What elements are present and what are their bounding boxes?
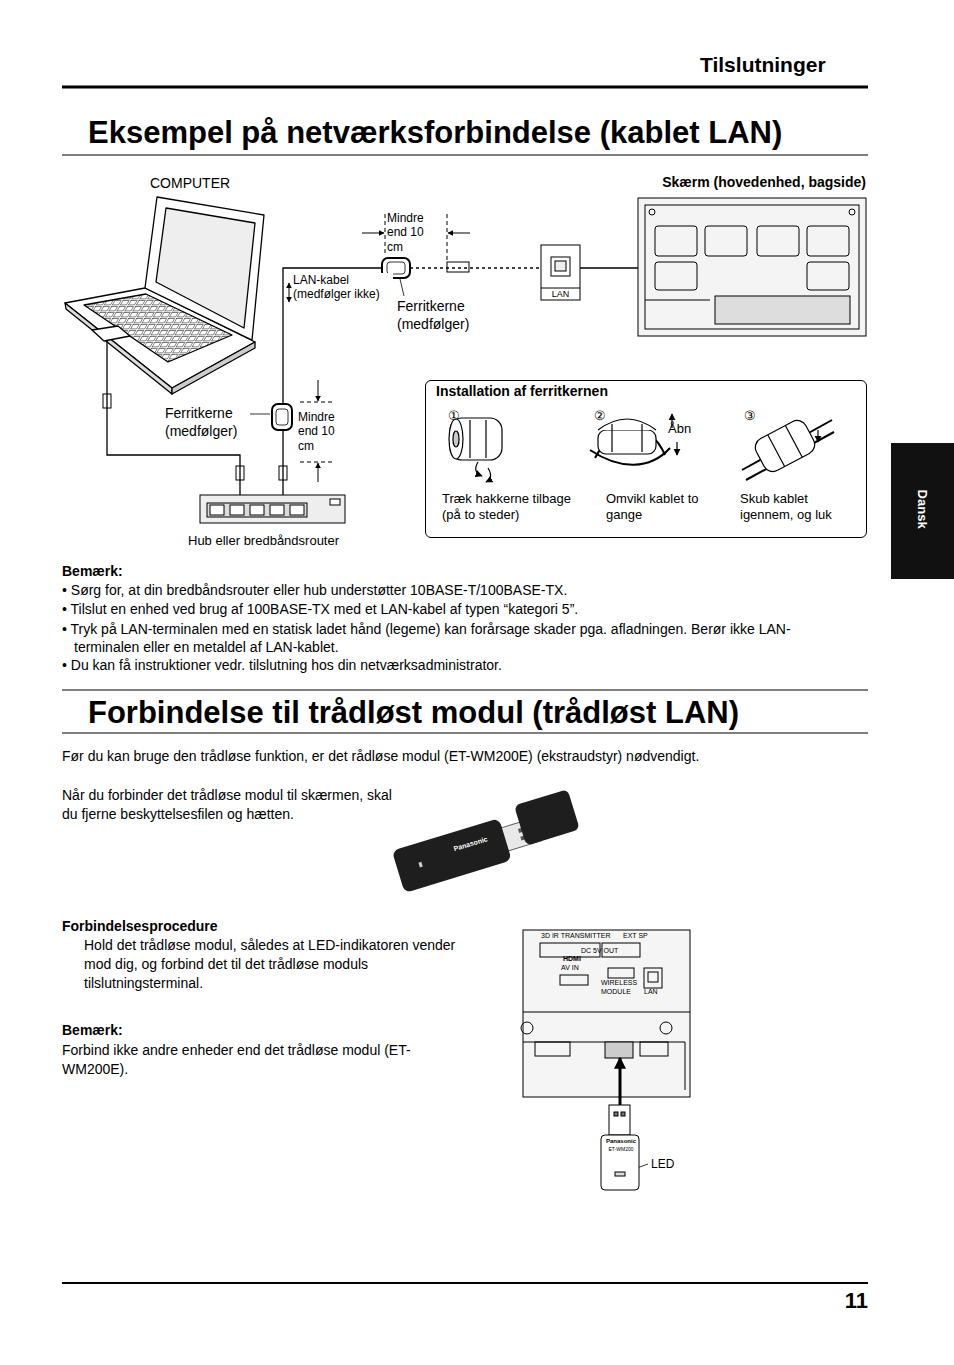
- node-label: Træk hakkerne tilbage (på to steder): [442, 491, 592, 524]
- node-label: Installation af ferritkernen: [436, 383, 736, 401]
- node-label: LAN: [644, 988, 664, 997]
- node-box: Ferritkerne (medfølger): [272, 404, 292, 430]
- text-label: Når du forbinder det trådløse modul til …: [62, 786, 392, 824]
- node-label: WIRELESS MODULE: [601, 979, 635, 997]
- cable-connector: [619, 1058, 622, 1105]
- node-label: EXT SP: [623, 932, 663, 941]
- node-label: LAN: [541, 289, 580, 300]
- text-label: Tilslutninger: [700, 52, 870, 78]
- text-label: Bemærk:: [62, 1022, 262, 1040]
- node-box: Panasonic: [395, 795, 575, 890]
- laptop: [65, 197, 264, 394]
- node-box: ①Træk hakkerne tilbage (på to steder): [436, 406, 586, 531]
- node-label: 3D IR TRANSMITTER: [541, 932, 621, 941]
- text-label: Åbn: [668, 421, 708, 437]
- text-label: Hold det trådløse modul, således at LED-…: [84, 936, 469, 993]
- cable-plugs: [103, 262, 469, 480]
- cable-connector: [282, 430, 283, 495]
- text-label: Mindre end 10 cm: [298, 410, 346, 453]
- node-label: Skærm (hovedenhed, bagside): [634, 174, 866, 192]
- node-label: DC 5V OUT: [581, 947, 621, 956]
- node-label: Ferritkerne (medfølger): [165, 405, 260, 440]
- node-label: COMPUTER: [150, 175, 250, 193]
- node-label: Panasonic: [453, 831, 503, 854]
- node-box: PanasonicET-WM200: [601, 1105, 639, 1190]
- hub: [200, 495, 345, 523]
- text-label: 11: [835, 1287, 868, 1315]
- node-label: Skub kablet igennem, og luk: [740, 491, 858, 524]
- node-box: Hub eller bredbåndsrouter: [200, 495, 345, 523]
- text-label: Mindre end 10 cm: [387, 211, 435, 254]
- dimension-marks: [289, 214, 470, 482]
- lan-terminal: [541, 245, 580, 300]
- rear-terminal-panel: [521, 930, 690, 1097]
- text-label: Forbindelse til trådløst modul (trådløst…: [88, 694, 888, 733]
- cable-connector: [580, 267, 638, 268]
- node-box: 3D IR TRANSMITTEREXT SPDC 5V OUTHDMIAV I…: [523, 930, 690, 1058]
- node-label: HDMI: [563, 955, 593, 964]
- node-label: AV IN: [561, 964, 591, 973]
- node-label: ①: [448, 408, 468, 424]
- node-label: ③: [744, 408, 764, 424]
- section-heading: Eksempel på netværksforbindelse (kablet …: [88, 114, 888, 153]
- node-box: ③ Skub kablet igennem, og luk: [736, 406, 861, 531]
- edge-label: LAN-kabel (medfølger ikke): [293, 273, 393, 302]
- rules: [62, 87, 868, 1283]
- ferrite-steps: [449, 414, 834, 482]
- node-box: COMPUTER: [62, 193, 267, 341]
- node-label: ET-WM200: [604, 1146, 638, 1152]
- node-label: Panasonic: [604, 1138, 638, 1146]
- node-label: Hub eller bredbåndsrouter: [188, 533, 363, 549]
- node-box: ② Omvikl kablet to gange: [591, 406, 721, 531]
- text-label: Bemærk:: [62, 563, 182, 581]
- text-label: • Sørg for, at din bredbåndsrouter eller…: [62, 582, 868, 600]
- wireless-dongle-photo: [392, 789, 580, 893]
- screen-back: [638, 198, 866, 336]
- text-label: • Tryk på LAN-terminalen med en statisk …: [62, 620, 802, 656]
- node-label: ②: [594, 408, 614, 424]
- text-label: Før du kan bruge den trådløse funktion, …: [62, 748, 868, 766]
- text-label: Dansk: [914, 479, 930, 539]
- node-box: Installation af ferritkernen①Træk hakker…: [425, 380, 867, 538]
- text-label: • Tilslut en enhed ved brug af 100BASE-T…: [62, 601, 868, 619]
- text-label: LED: [651, 1157, 691, 1172]
- node-label: Ferritkerne (medfølger): [397, 298, 489, 333]
- ferrite-cores: [272, 258, 410, 430]
- wireless-module: [601, 1105, 639, 1190]
- text-label: Forbindelsesprocedure: [62, 918, 362, 936]
- text-label: • Du kan få instruktioner vedr. tilslutn…: [62, 657, 868, 675]
- node-box: LAN: [541, 245, 580, 300]
- node-label: Omvikl kablet to gange: [606, 491, 718, 524]
- language-tab: [891, 443, 954, 579]
- text-label: Forbind ikke andre enheder end det trådl…: [62, 1041, 462, 1079]
- node-box: Skærm (hovedenhed, bagside): [638, 198, 866, 336]
- cable-connector: [410, 267, 541, 268]
